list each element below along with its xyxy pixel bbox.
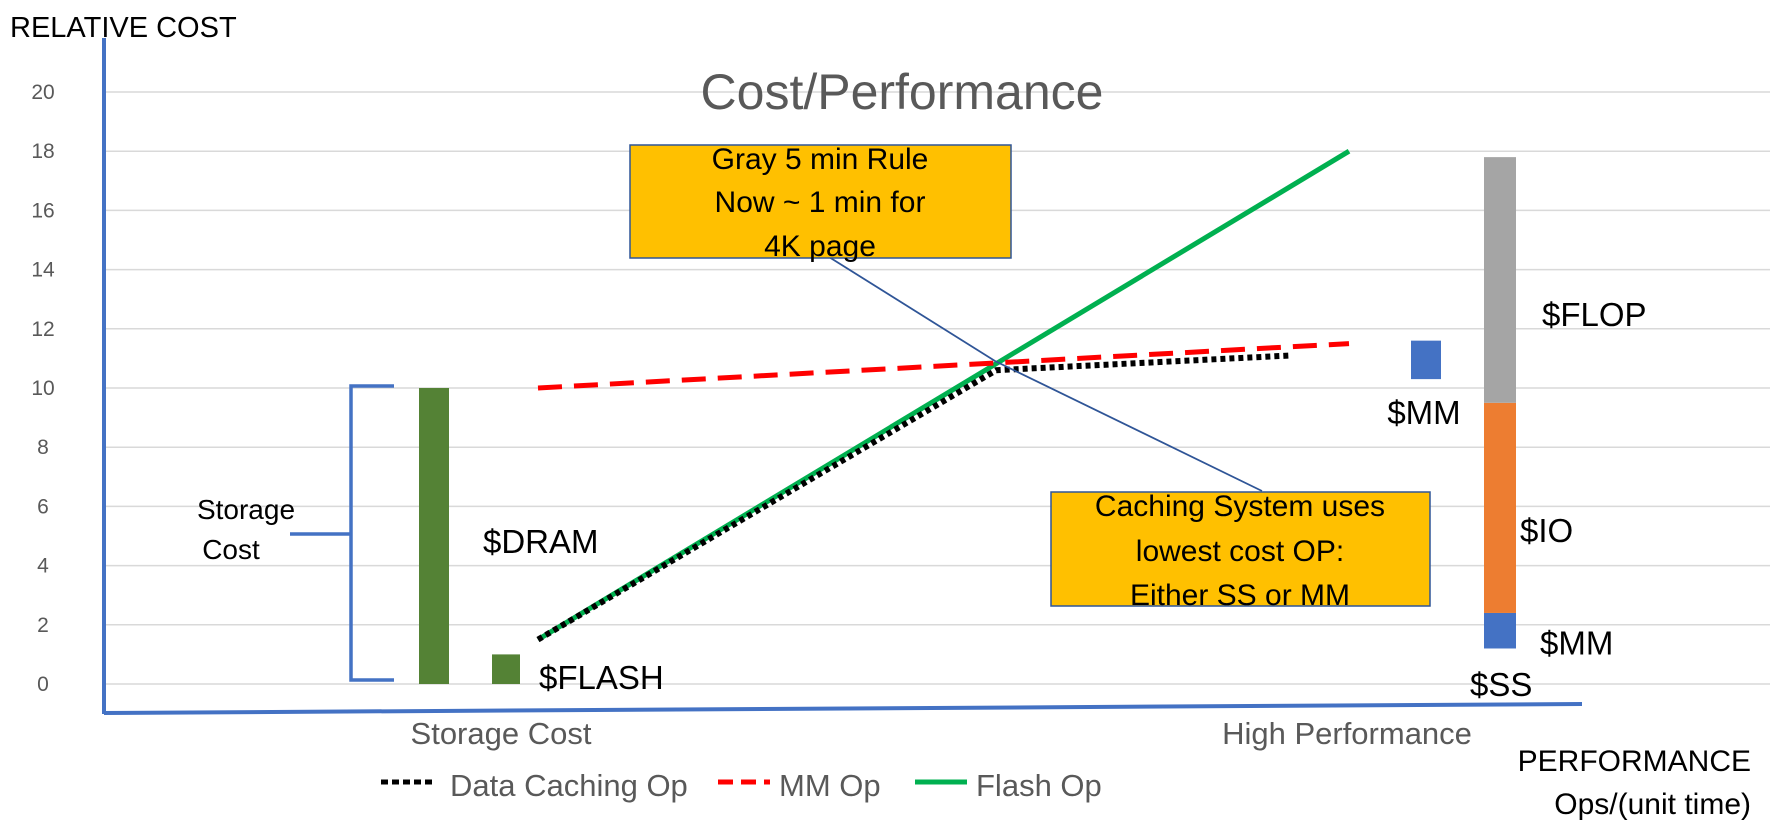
gray-rule-callout-line-1: Gray 5 min Rule — [712, 143, 929, 176]
storage-cost-bracket-label-line-1: Storage — [197, 494, 295, 525]
series-data-caching-op — [536, 352, 1293, 643]
series-mm-op — [537, 341, 1350, 391]
legend-label-mm-op: MM Op — [779, 768, 881, 803]
x-axis — [103, 702, 1583, 715]
y-tick-labels: 0 2 4 6 8 10 12 14 16 18 20 — [31, 81, 55, 696]
y-tick-label: 18 — [31, 140, 54, 163]
x-category-storage-cost: Storage Cost — [411, 716, 592, 751]
stacked-label-io: $IO — [1520, 512, 1573, 549]
storage-cost-bracket-label-line-2: Cost — [202, 534, 260, 565]
gray-rule-callout-line-3: 4K page — [764, 230, 876, 263]
legend-label-data-caching-op: Data Caching Op — [450, 768, 688, 803]
mm-marker-label: $MM — [1387, 394, 1460, 431]
gray-rule-callout-line-2: Now ~ 1 min for — [715, 186, 926, 219]
legend: Data Caching Op MM Op Flash Op — [381, 768, 1102, 803]
stacked-label-flop: $FLOP — [1542, 296, 1647, 333]
flash-bar — [492, 654, 520, 684]
y-tick-label: 16 — [31, 199, 54, 222]
y-tick-label: 4 — [37, 555, 49, 578]
legend-label-flash-op: Flash Op — [976, 768, 1102, 803]
mm-cost-marker — [1411, 340, 1441, 380]
x-axis-label-line-1: PERFORMANCE — [1518, 745, 1751, 778]
dram-bar — [419, 388, 449, 684]
y-tick-label: 12 — [31, 318, 54, 341]
stacked-segment-ss — [1484, 612, 1516, 649]
y-axis-label: RELATIVE COST — [10, 12, 237, 44]
caching-system-callout-line-2: lowest cost OP: — [1136, 535, 1344, 568]
y-tick-label: 14 — [31, 259, 55, 282]
x-axis-label-line-2: Ops/(unit time) — [1554, 788, 1751, 821]
dram-bar-label: $DRAM — [483, 523, 599, 560]
y-tick-label: 8 — [37, 436, 49, 459]
caching-system-callout — [1050, 491, 1431, 607]
y-tick-label: 2 — [37, 614, 49, 637]
y-tick-label: 10 — [31, 377, 54, 400]
x-category-high-performance: High Performance — [1222, 716, 1472, 751]
cost-stacked-bar — [1484, 157, 1516, 649]
y-tick-label: 20 — [31, 81, 54, 104]
stacked-segment-io — [1484, 157, 1516, 403]
stacked-segment-mm — [1484, 402, 1516, 613]
stacked-label-mm: $MM — [1540, 625, 1613, 662]
storage-cost-bracket — [290, 384, 394, 682]
gray-rule-callout — [629, 144, 1012, 259]
caching-system-callout-line-3: Either SS or MM — [1130, 579, 1350, 612]
y-tick-label: 6 — [37, 495, 49, 518]
callout-connector — [828, 256, 1263, 492]
cost-stacked-bar-labels: $FLOP $IO $MM$SS — [1470, 296, 1647, 703]
flash-bar-label: $FLASH — [539, 659, 664, 696]
stacked-label-ss: $SS — [1470, 666, 1532, 703]
chart-title: Cost/Performance — [701, 64, 1104, 120]
caching-system-callout-line-1: Caching System uses — [1095, 490, 1385, 523]
y-tick-label: 0 — [37, 673, 49, 696]
